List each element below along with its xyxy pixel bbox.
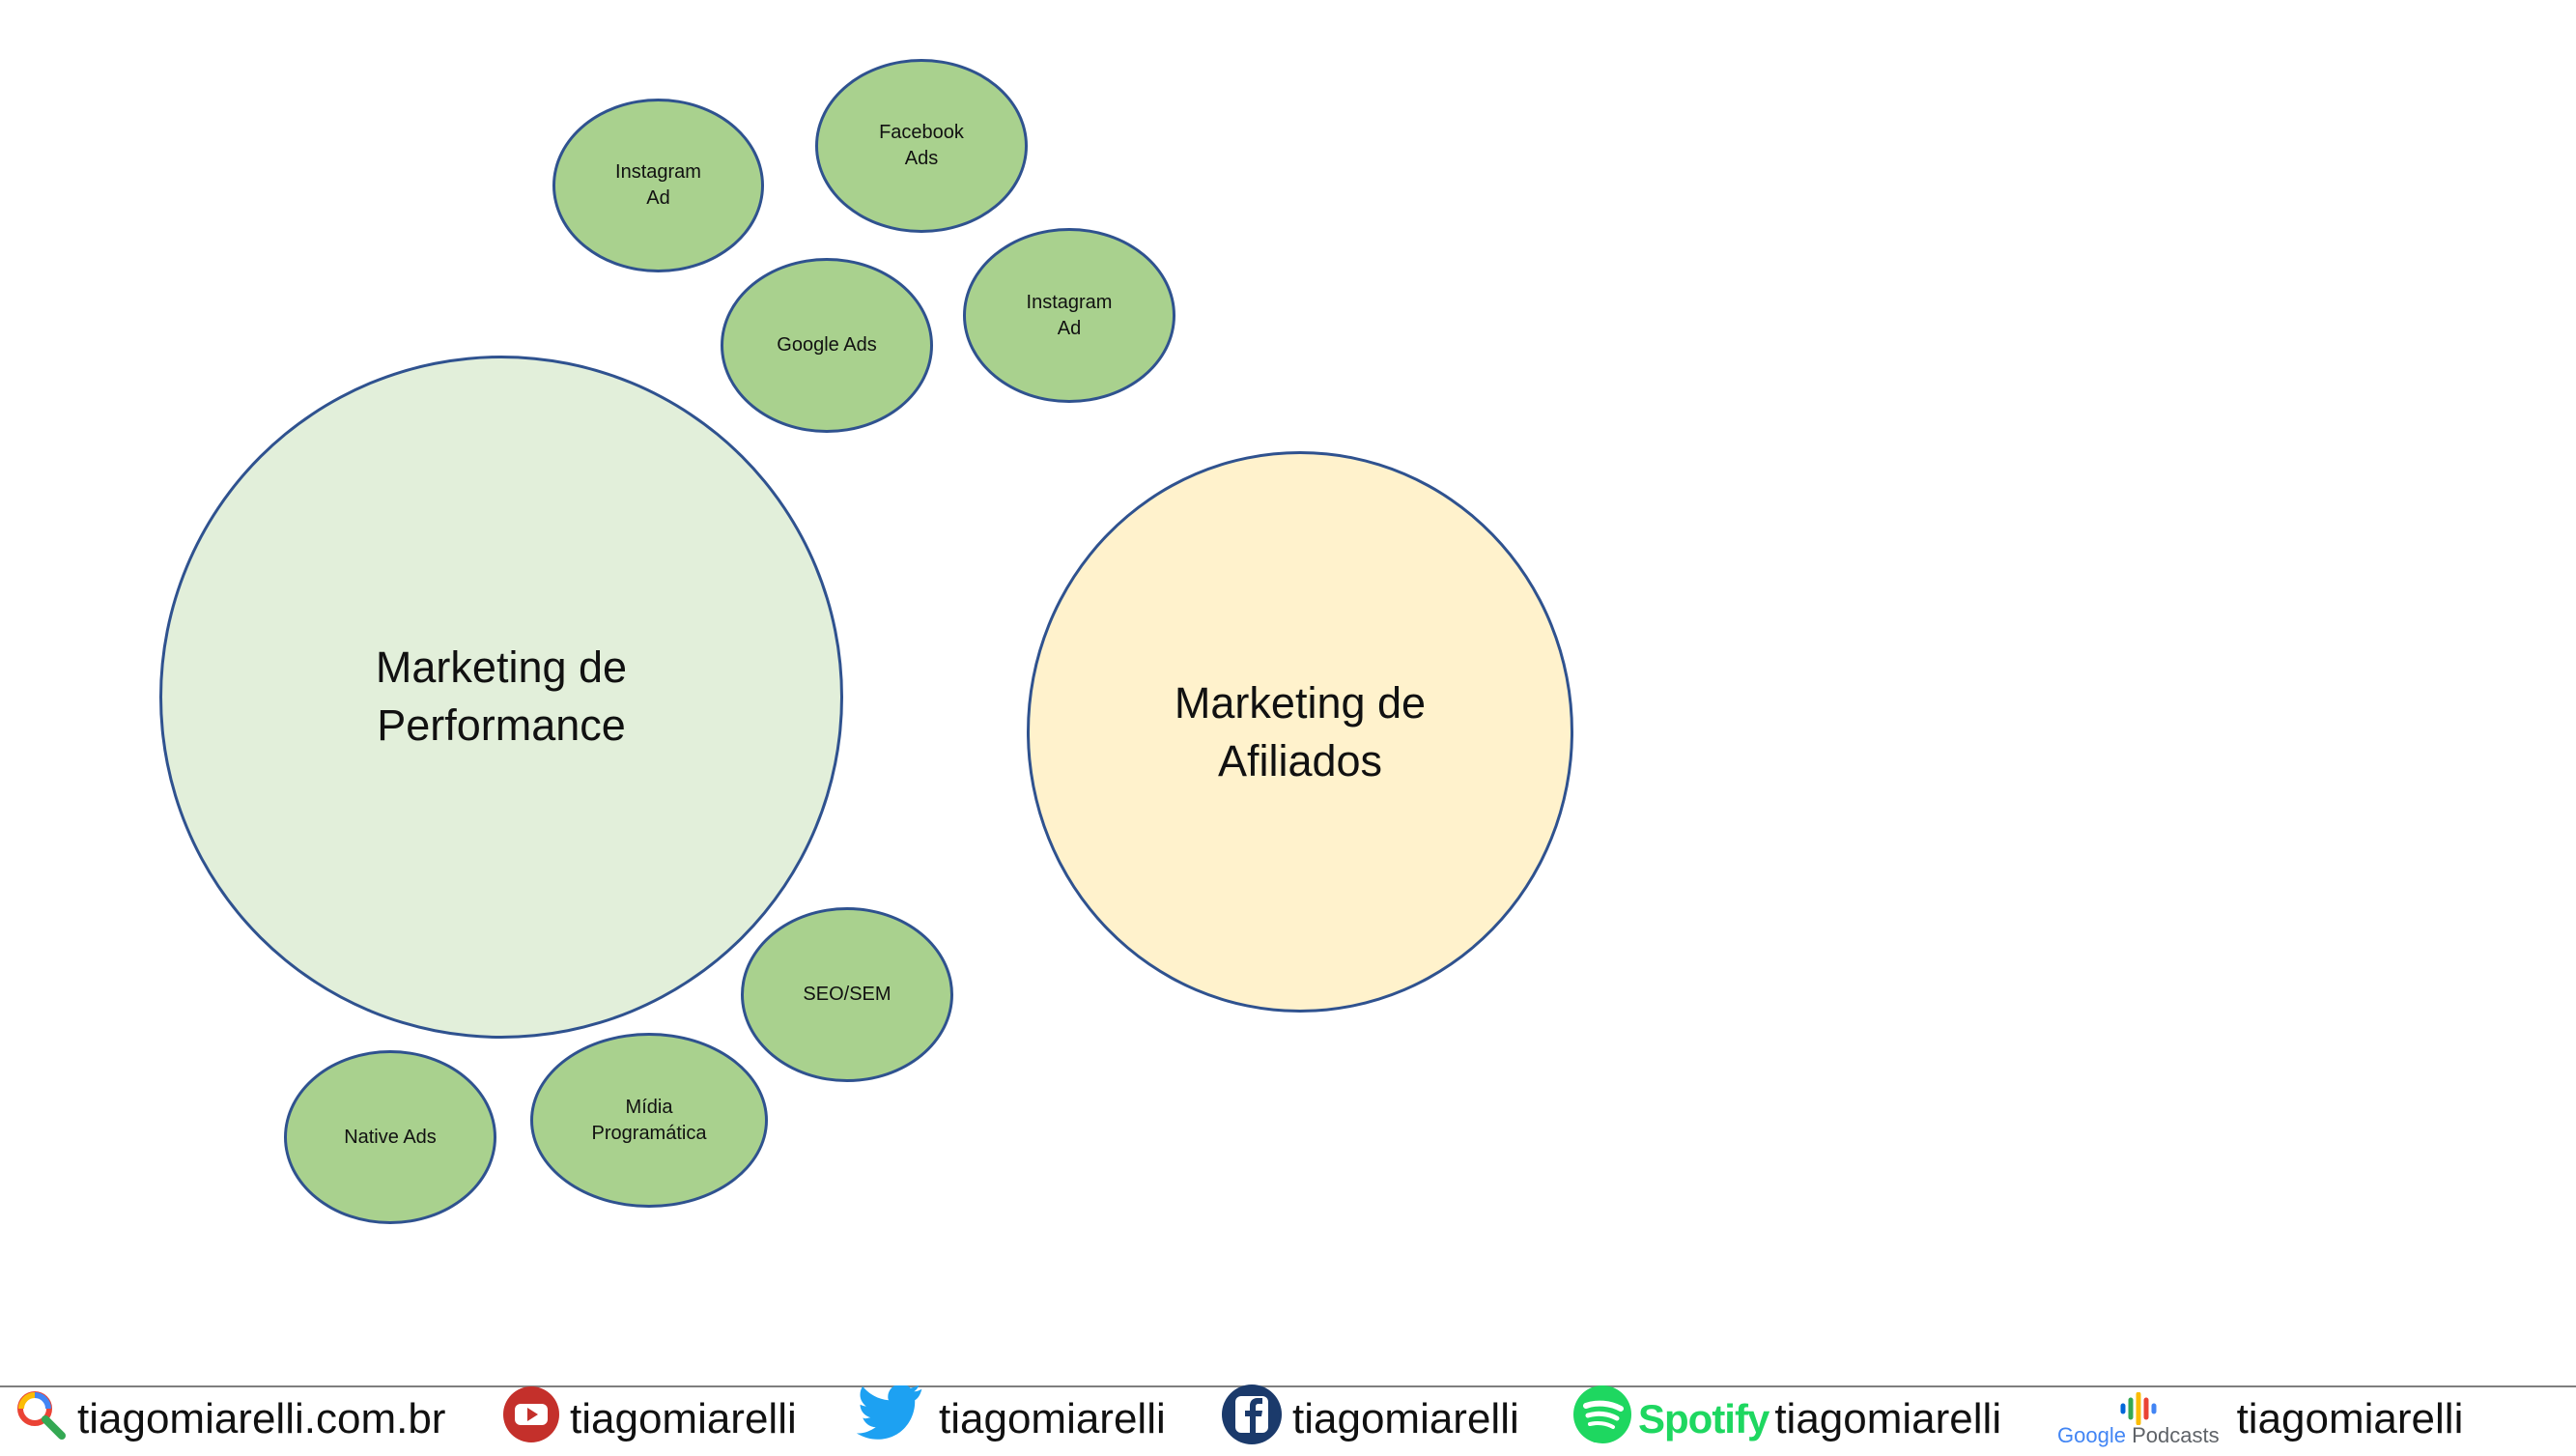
circle-label: Google Ads [777,334,877,356]
footer-website[interactable]: tiagomiarelli.com.br [14,1389,445,1449]
search-icon [14,1387,68,1452]
footer-divider [0,1385,2576,1387]
circle-seo-sem: SEO/SEM [741,907,953,1082]
circle-label: Facebook Ads [879,122,964,169]
google-podcasts-icon: Google Podcasts [2057,1392,2220,1446]
twitter-icon [856,1383,929,1454]
footer-twitter[interactable]: tiagomiarelli [856,1383,1166,1449]
footer-social-bar: tiagomiarelli.com.br tiagomiarelli tiago… [0,1383,2576,1449]
facebook-icon [1221,1384,1283,1456]
google-brand: Google [2057,1423,2126,1447]
website-text[interactable]: tiagomiarelli.com.br [77,1395,446,1442]
facebook-text[interactable]: tiagomiarelli [1292,1395,1519,1442]
twitter-text[interactable]: tiagomiarelli [939,1395,1166,1442]
circle-midia-programatica: Mídia Programática [530,1033,768,1208]
youtube-text[interactable]: tiagomiarelli [570,1395,797,1442]
circle-label: SEO/SEM [803,984,892,1005]
circle-marketing-performance: Marketing de Performance [159,356,843,1039]
footer-youtube[interactable]: tiagomiarelli [502,1385,797,1449]
spotify-brand: Spotify [1638,1396,1769,1442]
podcasts-brand: Podcasts [2132,1423,2220,1447]
youtube-icon [502,1385,560,1454]
circle-label: Marketing de Performance [375,642,628,750]
circle-native-ads: Native Ads [284,1050,496,1224]
circle-marketing-afiliados: Marketing de Afiliados [1027,451,1573,1013]
circle-label: Instagram Ad [1026,291,1113,339]
spotify-icon [1572,1385,1632,1455]
google-podcasts-text[interactable]: tiagomiarelli [2236,1395,2464,1442]
footer-facebook[interactable]: tiagomiarelli [1221,1384,1519,1449]
circle-label: Native Ads [344,1126,437,1148]
spotify-text[interactable]: tiagomiarelli [1774,1395,2002,1442]
circle-instagram-ad-2: Instagram Ad [963,228,1175,403]
circle-instagram-ad-1: Instagram Ad [552,99,764,272]
circle-label: Mídia Programática [591,1096,707,1144]
circle-facebook-ads: Facebook Ads [815,59,1028,233]
footer-google-podcasts[interactable]: Google Podcasts tiagomiarelli [2057,1389,2463,1449]
footer-spotify[interactable]: Spotify tiagomiarelli [1572,1385,2002,1449]
circle-google-ads: Google Ads [721,258,933,433]
circle-label: Instagram Ad [615,161,701,209]
circle-label: Marketing de Afiliados [1174,677,1427,785]
